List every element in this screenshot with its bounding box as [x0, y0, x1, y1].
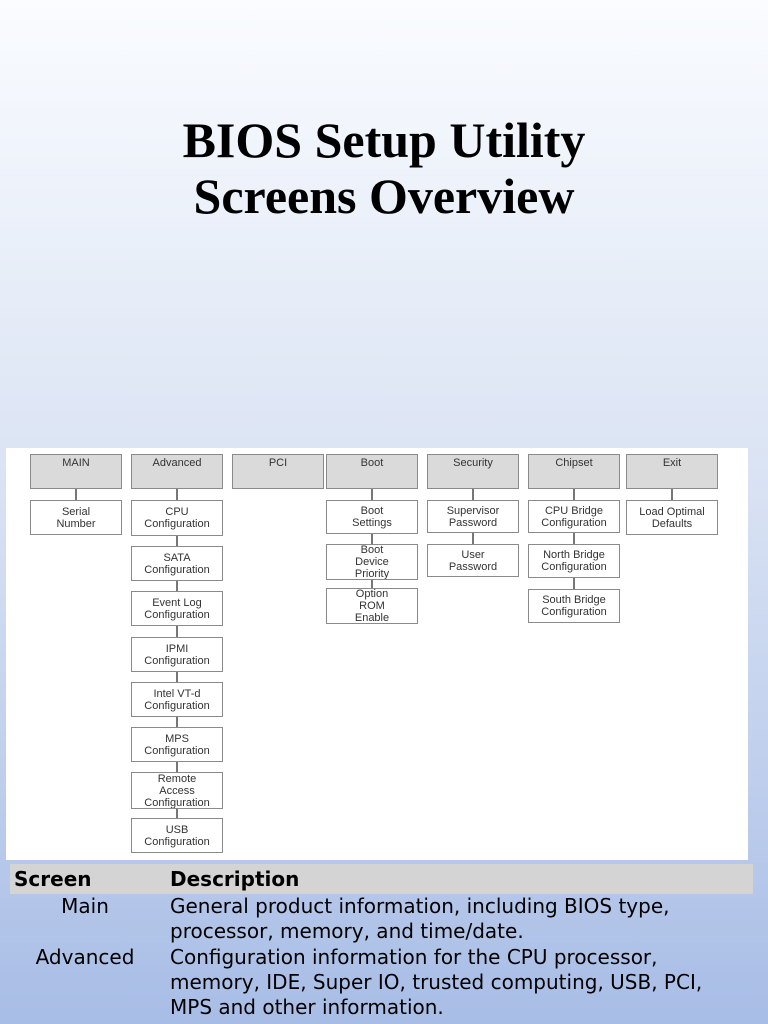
table-header: Screen Description: [10, 864, 753, 894]
slide-title-line-1: BIOS Setup Utility: [182, 112, 586, 168]
bios-menu-diagram: MAIN Advanced PCI Boot Security Chipset …: [6, 448, 748, 860]
item-supervisor-password: Supervisor Password: [427, 500, 519, 533]
item-usb-configuration: USB Configuration: [131, 818, 223, 853]
item-ipmi-configuration: IPMI Configuration: [131, 637, 223, 672]
slide-title: BIOS Setup Utility Screens Overview: [0, 112, 768, 224]
item-event-log-configuration: Event Log Configuration: [131, 591, 223, 626]
item-intel-vtd-configuration: Intel VT-d Configuration: [131, 682, 223, 717]
item-load-optimal-defaults: Load Optimal Defaults: [626, 500, 718, 535]
menu-exit: Exit: [626, 454, 718, 489]
item-option-rom-enable: Option ROM Enable: [326, 588, 418, 624]
slide-title-line-2: Screens Overview: [193, 168, 575, 224]
item-north-bridge-configuration: North Bridge Configuration: [528, 544, 620, 578]
menu-main: MAIN: [30, 454, 122, 489]
item-serial-number: Serial Number: [30, 500, 122, 535]
menu-advanced: Advanced: [131, 454, 223, 489]
item-user-password: User Password: [427, 544, 519, 577]
screen-description-table: Screen Description Main General product …: [0, 864, 768, 1024]
header-description: Description: [170, 867, 300, 891]
row-screen: Main: [61, 894, 109, 918]
item-cpu-configuration: CPU Configuration: [131, 500, 223, 536]
row-description: Configuration information for the CPU pr…: [170, 945, 703, 1019]
menu-security: Security: [427, 454, 519, 489]
row-description: General product information, including B…: [170, 894, 670, 943]
header-screen: Screen: [14, 867, 92, 891]
item-boot-device-priority: Boot Device Priority: [326, 544, 418, 580]
menu-chipset: Chipset: [528, 454, 620, 489]
row-screen: Advanced: [35, 945, 135, 969]
menu-pci: PCI: [232, 454, 324, 489]
item-remote-access-configuration: Remote Access Configuration: [131, 772, 223, 809]
item-cpu-bridge-configuration: CPU Bridge Configuration: [528, 500, 620, 533]
menu-boot: Boot: [326, 454, 418, 489]
item-sata-configuration: SATA Configuration: [131, 546, 223, 581]
item-boot-settings: Boot Settings: [326, 500, 418, 534]
item-south-bridge-configuration: South Bridge Configuration: [528, 589, 620, 623]
item-mps-configuration: MPS Configuration: [131, 727, 223, 762]
